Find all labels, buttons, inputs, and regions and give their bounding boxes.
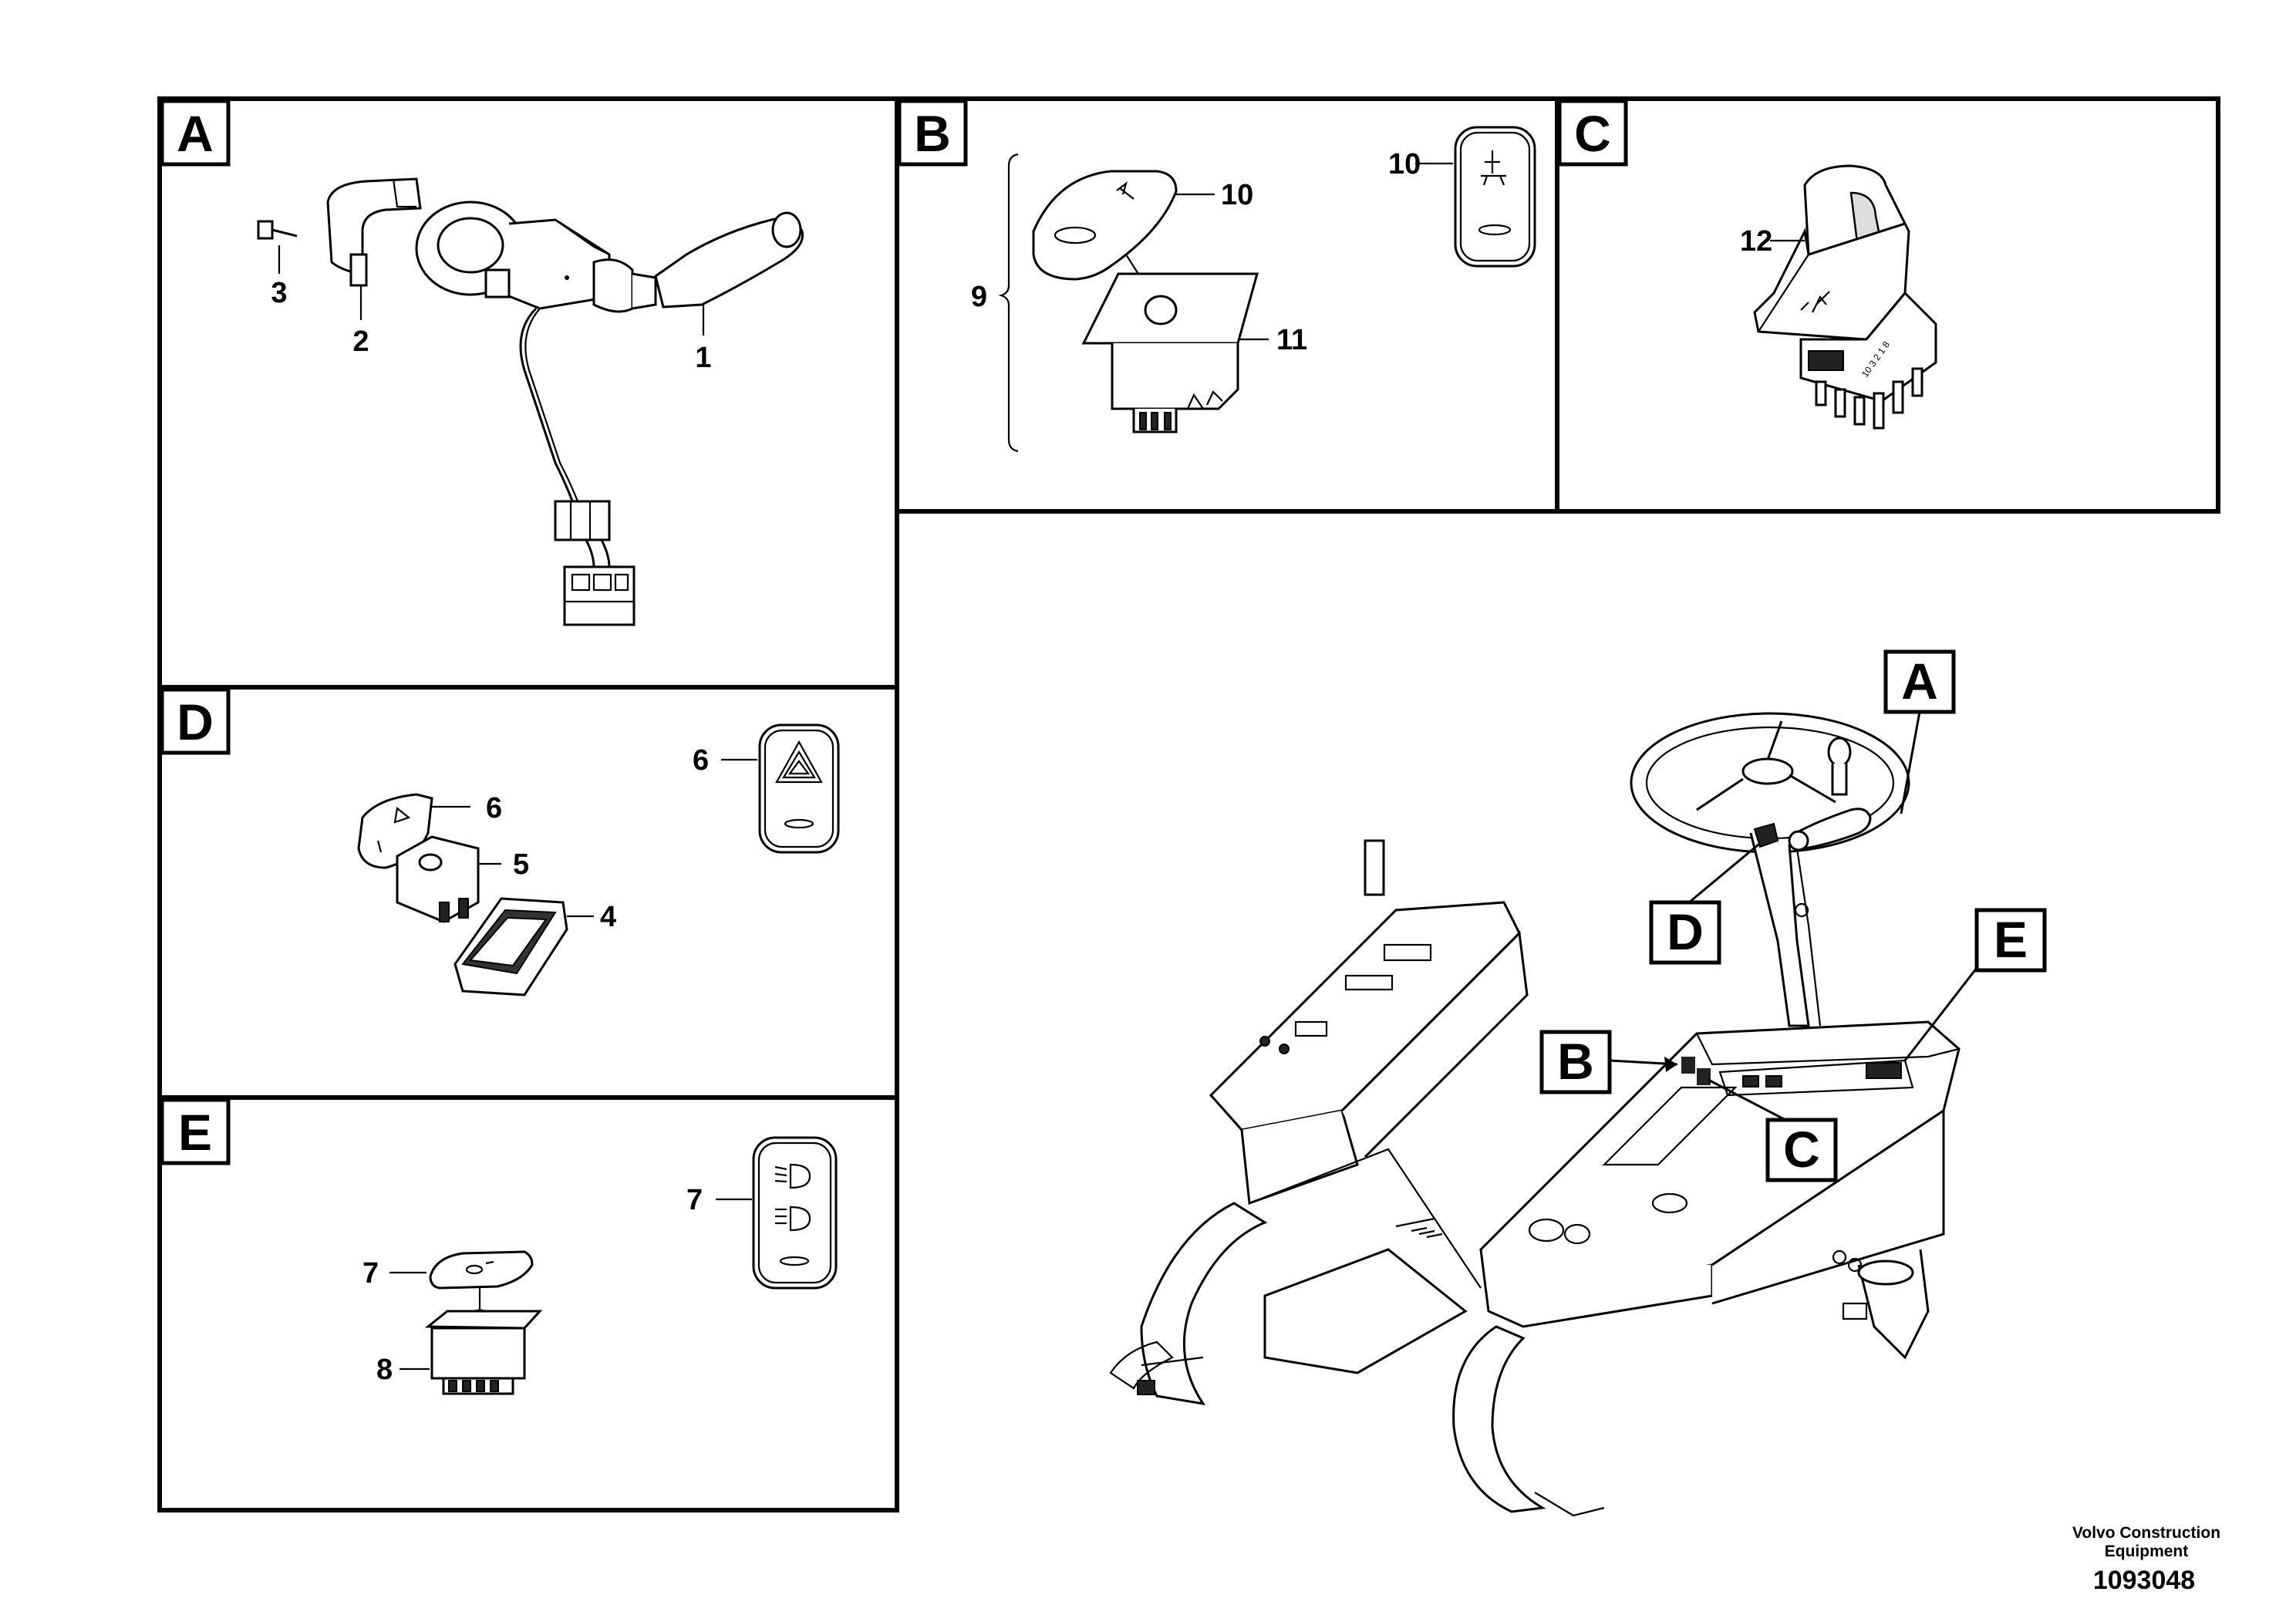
panel-e-content: 7 8 7 (362, 1136, 838, 1395)
hazard-switch-body-icon (396, 835, 480, 923)
footer: Volvo Construction Equipment 1093048 (2072, 1524, 2220, 1595)
panel-a-content: 3 2 (257, 177, 804, 626)
hazard-warning-triangle-icon (758, 723, 840, 854)
panel-c-content: 10 3 2 1 8 12 (1740, 164, 1937, 430)
callout-5: 5 (513, 848, 529, 881)
cab-overview: A D E B C (1109, 649, 2047, 1517)
callout-7: 7 (362, 1257, 379, 1290)
panel-d-content: 6 5 4 6 (357, 723, 840, 996)
footer-drawing-number: 1093048 (2093, 1566, 2195, 1595)
callout-1: 1 (695, 342, 711, 374)
rocker-switch-body-icon (1081, 272, 1259, 433)
callout-2: 2 (352, 325, 369, 358)
overview-callouts: A D E B C (1539, 649, 2047, 1182)
section-letter-boxes: A D E B C (160, 99, 1628, 1165)
rocker-switch-symbol-icon (1454, 126, 1536, 268)
callout-6: 6 (486, 792, 502, 824)
callout-10-detail: 10 (1388, 148, 1421, 180)
callout-7-detail: 7 (686, 1184, 703, 1216)
panel-frames (157, 96, 2220, 1512)
callout-4: 4 (600, 901, 616, 933)
callout-6-detail: 6 (693, 744, 709, 777)
screw-icon (257, 220, 298, 240)
hazard-switch-frame-icon (453, 897, 568, 996)
overview-label-e: E (1994, 911, 2028, 968)
callout-9: 9 (971, 281, 987, 313)
headlight-switch-cap-icon (429, 1250, 534, 1290)
section-d-letter: D (177, 693, 214, 750)
stalk-switch-icon (415, 201, 804, 626)
panel-e-frame (157, 1095, 899, 1512)
section-e-letter: E (178, 1104, 212, 1161)
callout-10: 10 (1221, 179, 1253, 211)
headlight-beam-symbol-icon (752, 1136, 838, 1290)
overview-label-d: D (1667, 903, 1704, 960)
rocker-switch-cap-icon (1032, 170, 1178, 281)
callout-12: 12 (1740, 225, 1772, 258)
headlight-switch-body-icon (424, 1309, 543, 1395)
callout-8: 8 (376, 1354, 393, 1386)
clamp-icon (326, 177, 422, 287)
overview-label-c: C (1783, 1121, 1820, 1178)
overview-label-a: A (1901, 653, 1938, 710)
callout-11: 11 (1276, 324, 1307, 356)
panel-c-frame (1555, 96, 2220, 514)
guarded-rocker-switch-icon: 10 3 2 1 8 (1753, 164, 1937, 430)
footer-company-line2: Equipment (2105, 1543, 2189, 1560)
panel-a-frame (157, 96, 899, 690)
footer-company-line1: Volvo Construction (2072, 1524, 2220, 1542)
section-c-letter: C (1574, 105, 1611, 162)
panel-b-content: 9 10 11 (971, 126, 1536, 453)
callout-3: 3 (271, 277, 287, 309)
overview-label-b: B (1557, 1033, 1594, 1090)
section-b-letter: B (914, 105, 951, 162)
section-a-letter: A (177, 105, 214, 162)
